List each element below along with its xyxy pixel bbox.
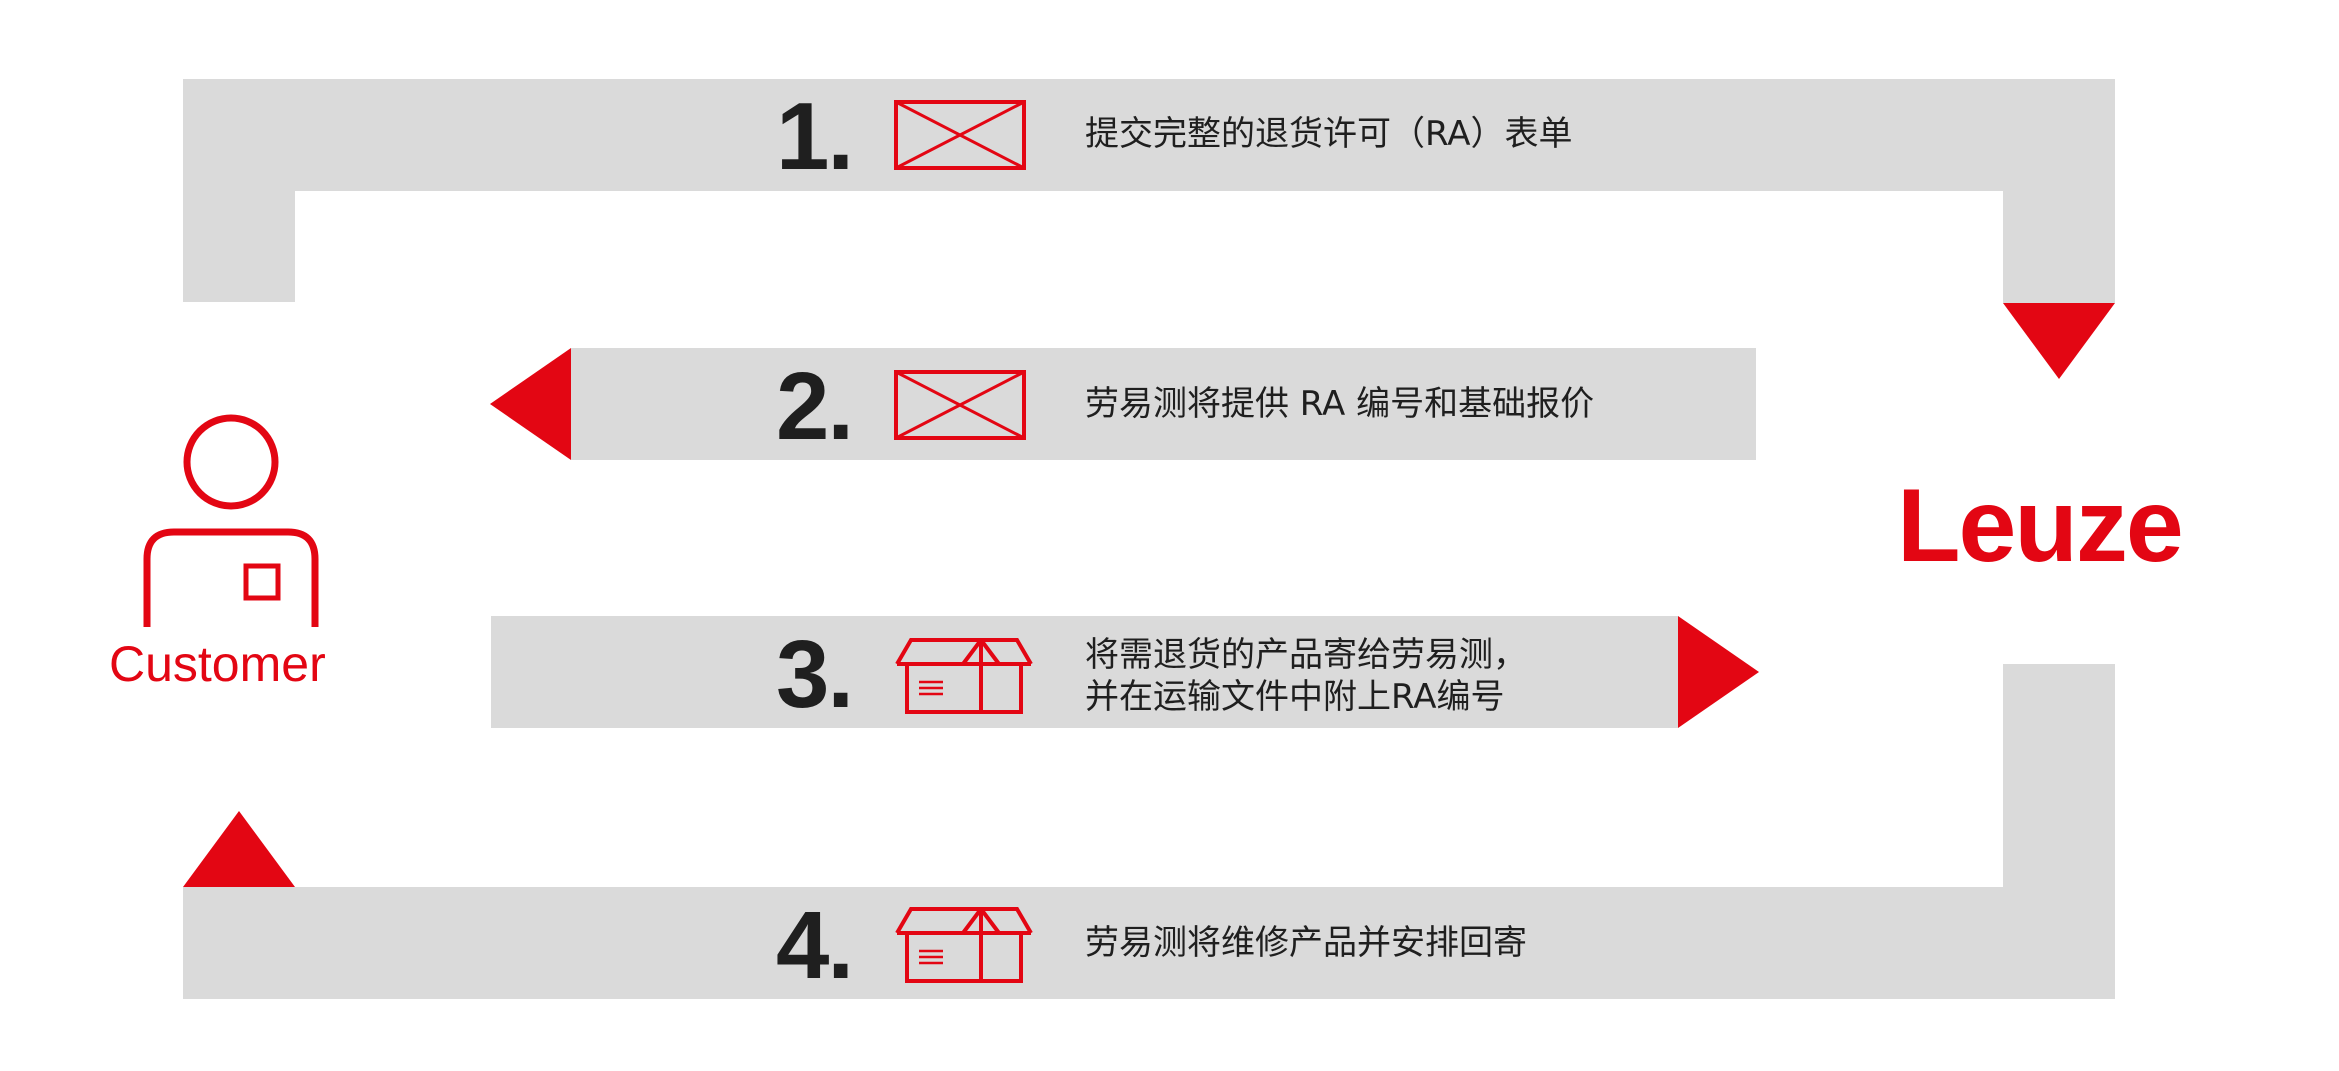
box-icon <box>895 907 1033 983</box>
customer-label: Customer <box>109 636 326 692</box>
step-3-text-line-1: 将需退货的产品寄给劳易测， <box>1085 635 1527 675</box>
envelope-icon <box>894 370 1026 440</box>
arrow-right-to-leuze <box>1678 616 1759 728</box>
flow-band-step-1 <box>183 79 2115 191</box>
flow-band-step-3 <box>491 616 1678 728</box>
step-2-number: 2. <box>776 353 854 460</box>
arrow-left-to-customer <box>490 348 571 460</box>
step-2-text: 劳易测将提供 RA 编号和基础报价 <box>1085 384 1595 424</box>
leuze-logo: Leuze <box>1897 468 2184 584</box>
box-icon <box>895 638 1033 714</box>
arrow-down-to-leuze <box>2003 303 2115 379</box>
person-icon <box>143 414 319 627</box>
arrow-up-to-customer <box>183 811 295 887</box>
step-3-number: 3. <box>776 621 854 728</box>
step-4-number: 4. <box>776 892 854 999</box>
step-1-number: 1. <box>776 83 854 190</box>
step-1-text: 提交完整的退货许可（RA）表单 <box>1085 114 1573 154</box>
flow-band-step-2 <box>571 348 1756 460</box>
envelope-icon <box>894 100 1026 170</box>
step-3-text-line-2: 并在运输文件中附上RA编号 <box>1085 677 1505 717</box>
flow-band-right-down <box>2003 79 2115 303</box>
flow-band-step-4 <box>183 887 2115 999</box>
step-4-text: 劳易测将维修产品并安排回寄 <box>1085 923 1527 963</box>
